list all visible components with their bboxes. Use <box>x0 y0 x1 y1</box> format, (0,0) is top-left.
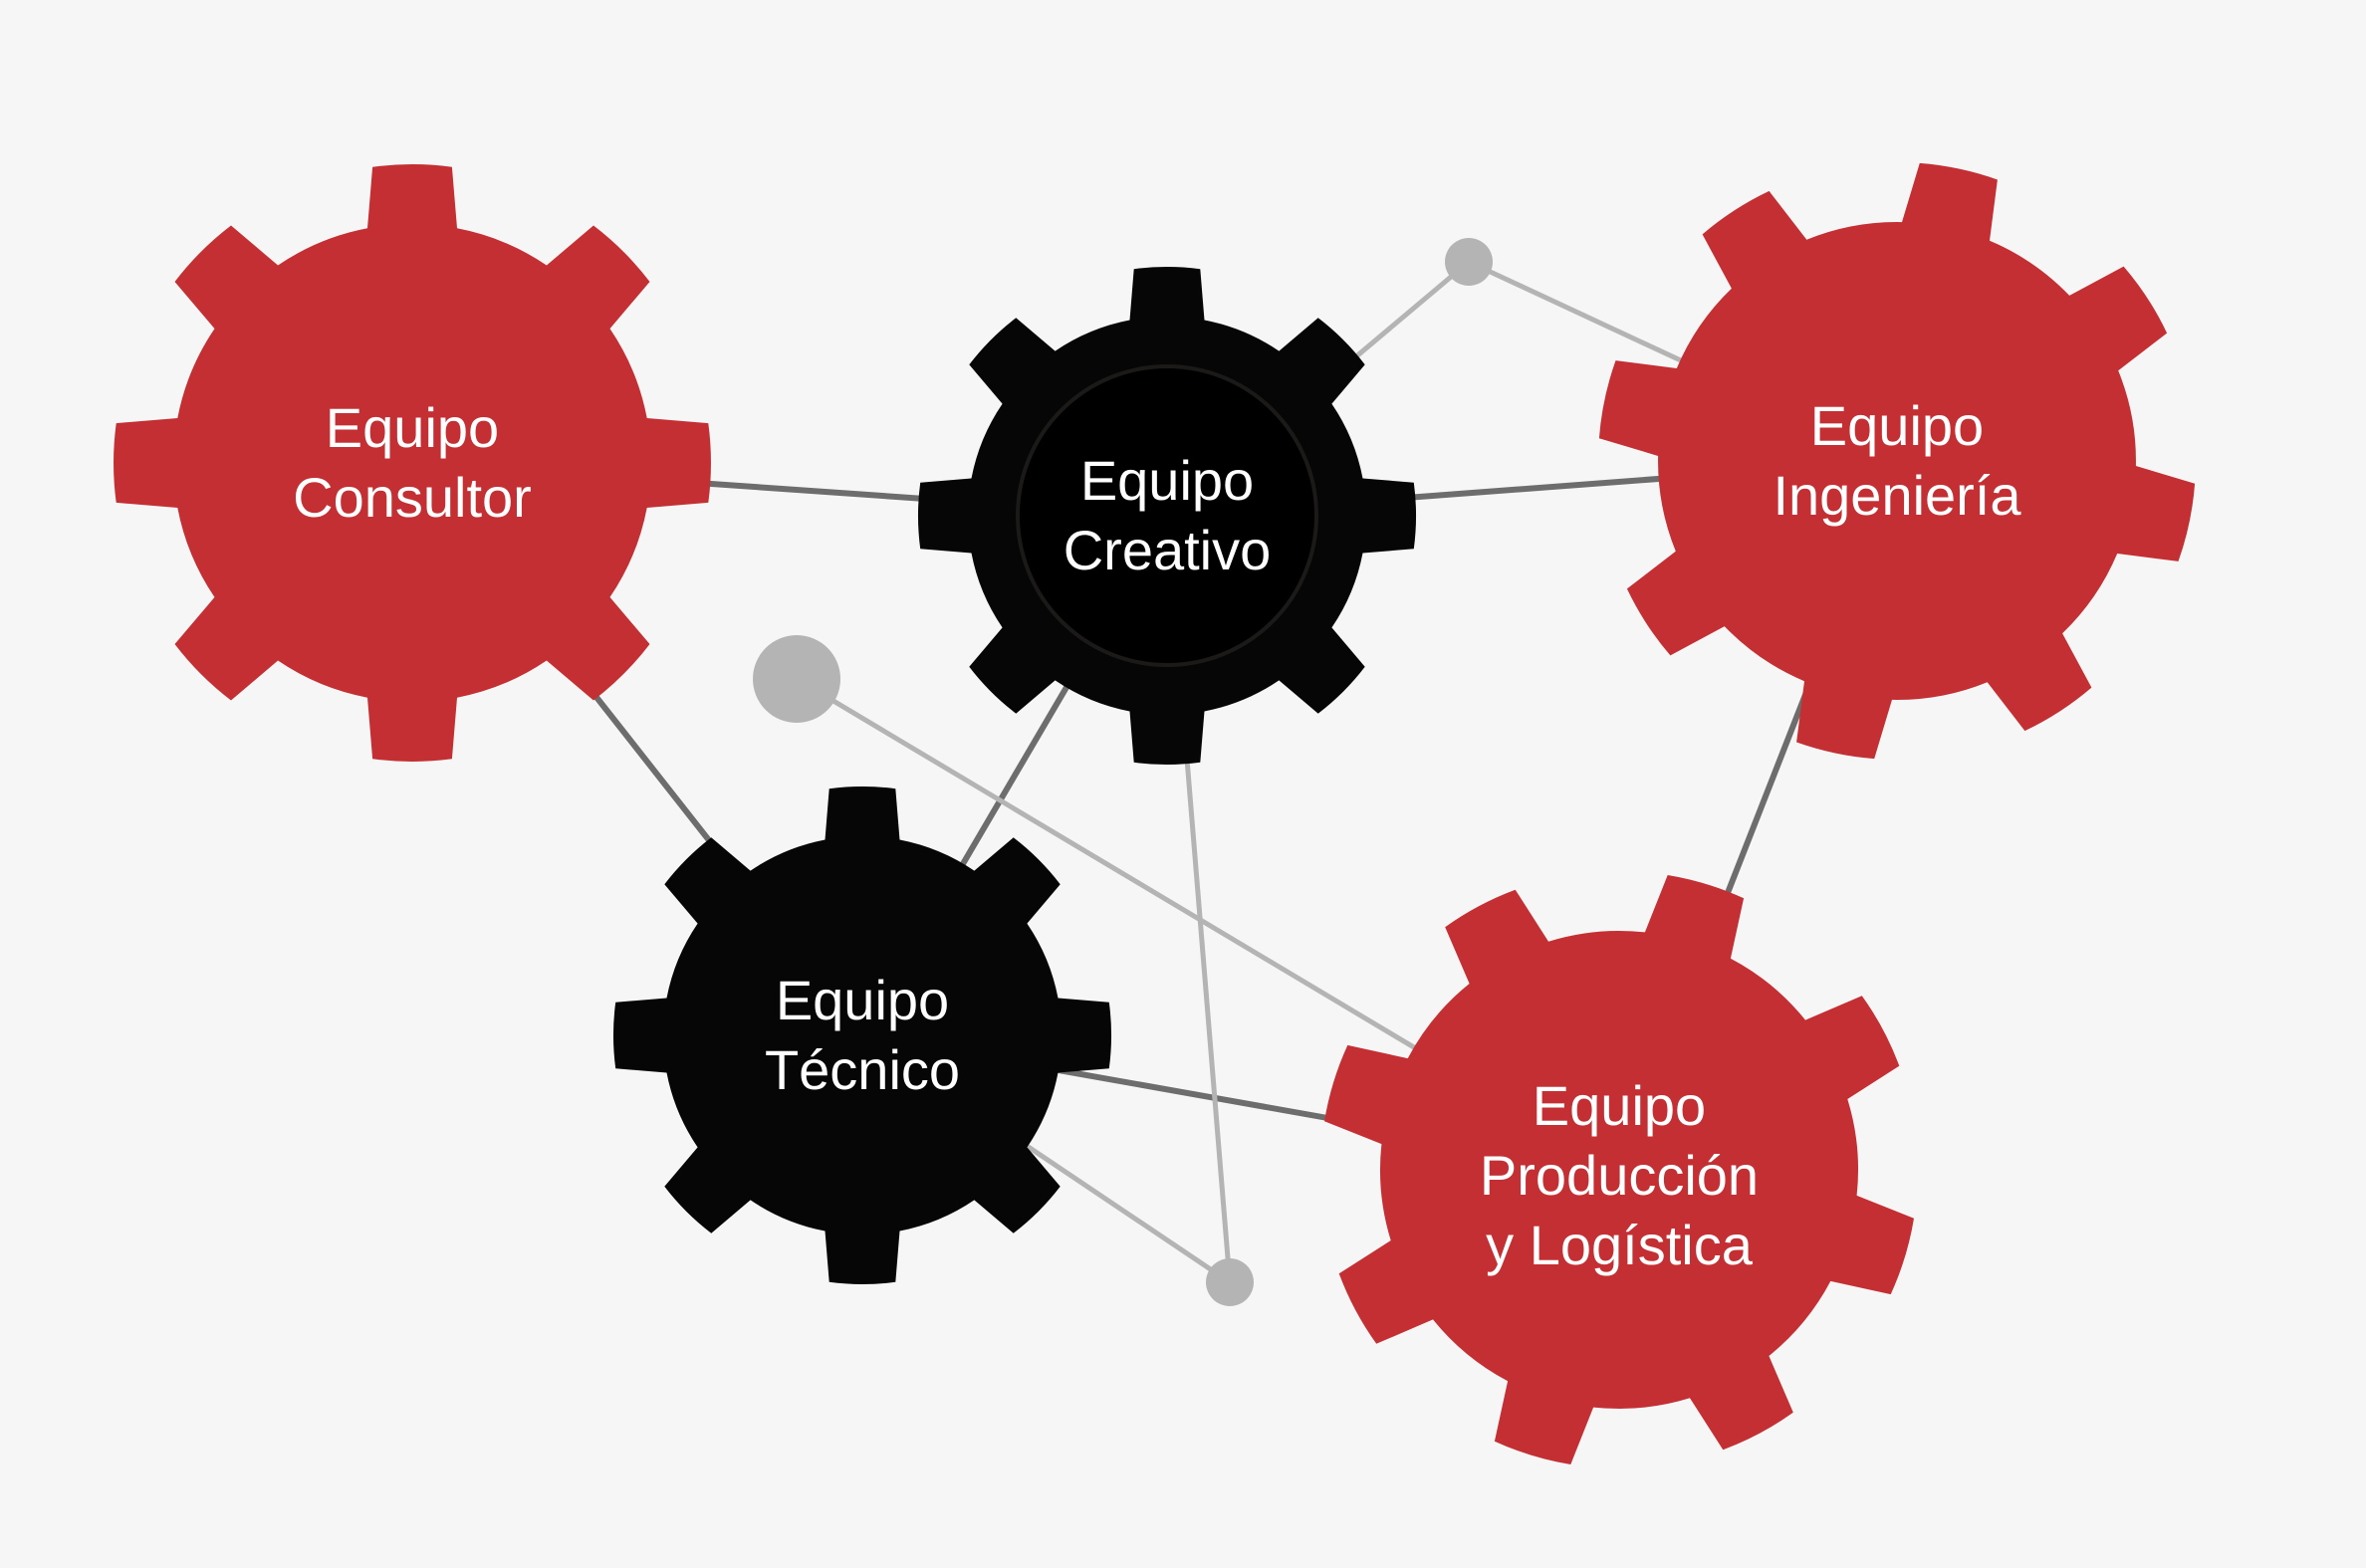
node-left-dot <box>753 635 840 723</box>
gear-hub-creativo <box>1016 364 1318 667</box>
node-top-dot <box>1445 238 1493 286</box>
gear-produccion-icon <box>1324 875 1914 1464</box>
gear-consultor-icon <box>114 164 711 762</box>
gear-tecnico-icon <box>612 785 1112 1285</box>
node-bottom-dot <box>1206 1258 1254 1306</box>
gears-layer <box>114 162 2196 1464</box>
gear-ingenieria-icon <box>1598 162 2196 760</box>
nodes-layer <box>753 238 1493 1306</box>
